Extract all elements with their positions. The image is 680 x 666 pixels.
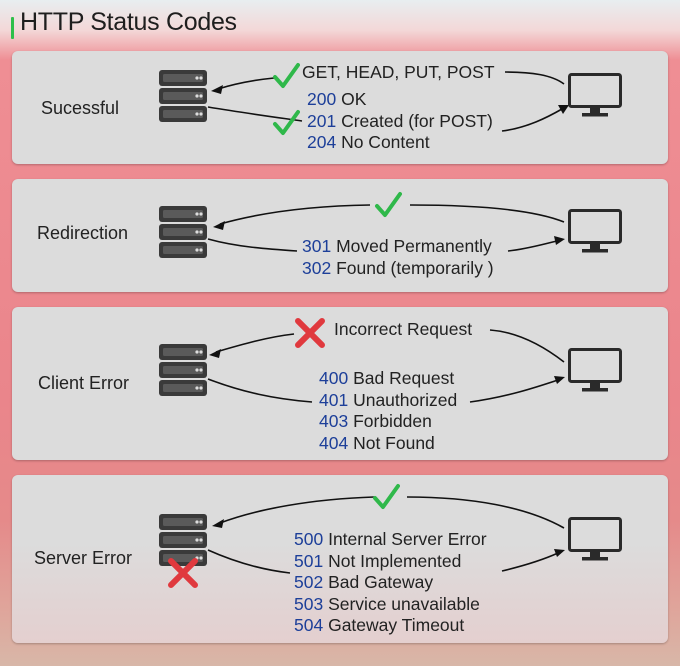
server-icon xyxy=(158,343,208,402)
status-code-item: 403 Forbidden xyxy=(319,411,432,431)
cross-icon xyxy=(166,556,200,595)
flow-arrows xyxy=(207,329,565,403)
checkmark-icon xyxy=(272,109,300,142)
status-code-list: 500 Internal Server Error 501 Not Implem… xyxy=(294,529,487,637)
status-code-list: 400 Bad Request 401 Unauthorized 403 For… xyxy=(319,368,457,454)
status-code-item: 302 Found (temporarily ) xyxy=(302,257,494,278)
status-code-item: 503 Service unavailable xyxy=(294,593,480,614)
panel-server-error: Server Error 500 In xyxy=(12,475,668,643)
monitor-icon xyxy=(568,73,622,124)
category-label: Redirection xyxy=(37,223,129,243)
page-title: HTTP Status Codes xyxy=(20,8,237,36)
status-code-item: 401 Unauthorized xyxy=(319,389,458,410)
monitor-icon xyxy=(568,517,622,568)
status-code-item: 201 Created (for POST) xyxy=(307,110,493,131)
status-code-item: 501 Not Implemented xyxy=(294,550,462,571)
server-icon xyxy=(158,205,208,264)
panel-successful: Sucessful GET, HEAD, PUT, POST xyxy=(12,51,668,164)
status-code-item: 404 Not Found xyxy=(319,432,435,453)
title-marker xyxy=(11,17,14,39)
panel-redirection: Redirection 301 Moved Permanen xyxy=(12,179,668,292)
status-code-item: 504 Gateway Timeout xyxy=(294,615,465,635)
monitor-icon xyxy=(568,348,622,399)
checkmark-icon xyxy=(374,191,402,224)
request-label: Incorrect Request xyxy=(334,319,473,339)
title-bar: HTTP Status Codes xyxy=(0,0,680,44)
category-label: Server Error xyxy=(34,548,133,568)
status-code-item: 400 Bad Request xyxy=(319,368,455,388)
monitor-icon xyxy=(568,209,622,260)
status-code-item: 200 OK xyxy=(307,89,367,109)
status-code-list: 301 Moved Permanently 302 Found (tempora… xyxy=(302,236,494,279)
panel-client-error: Client Error Incorrect Request xyxy=(12,307,668,460)
status-code-item: 204 No Content xyxy=(307,132,430,152)
checkmark-icon xyxy=(372,483,400,516)
flow-arrows xyxy=(207,496,565,574)
status-code-list: 200 OK 201 Created (for POST) 204 No Con… xyxy=(307,89,493,154)
cross-icon xyxy=(293,316,327,355)
status-code-item: 500 Internal Server Error xyxy=(294,529,487,549)
status-code-item: 502 Bad Gateway xyxy=(294,572,434,592)
checkmark-icon xyxy=(272,62,300,95)
server-icon xyxy=(158,69,208,128)
category-label: Sucessful xyxy=(41,98,120,118)
request-label: GET, HEAD, PUT, POST xyxy=(302,62,495,82)
category-label: Client Error xyxy=(38,373,130,393)
flow-arrows xyxy=(207,204,565,252)
status-code-item: 301 Moved Permanently xyxy=(302,236,492,256)
